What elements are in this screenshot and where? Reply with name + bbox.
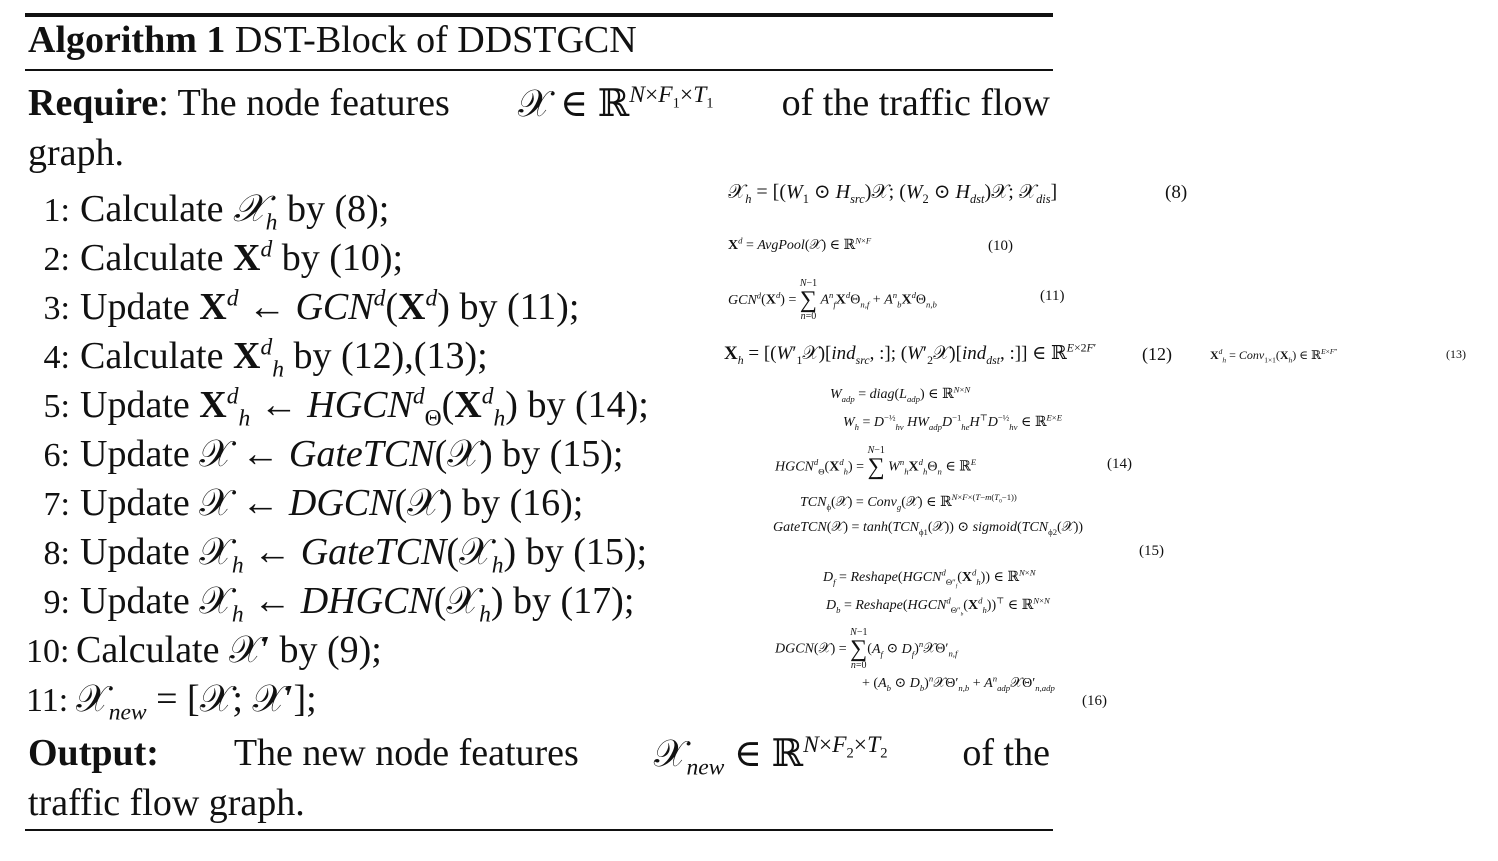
- step-6: 6:Update 𝒳 ← GateTCN(𝒳) by (15);: [43, 433, 624, 475]
- equation-number-13: (13): [1446, 347, 1466, 361]
- equation-number-8: (8): [1165, 182, 1188, 203]
- equation-8: 𝒳h = [(W1 ⊙ Hsrc)𝒳; (W2 ⊙ Hdst)𝒳; 𝒳dis]: [728, 181, 1058, 206]
- step-8: 8:Update 𝒳h ← GateTCN(𝒳h) by (15);: [43, 531, 648, 579]
- step-5: 5:Update Xdh ← HGCNdΘ(Xdh) by (14);: [43, 383, 649, 432]
- output-math: 𝒳new ∈ ℝN×F2×T2: [653, 731, 888, 781]
- equation-d-f: Df = Reshape(HGCNdΘ″f(Xdh)) ∈ ℝN×N: [823, 567, 1036, 590]
- require-line-2: graph.: [28, 132, 125, 174]
- equation-10: Xd = AvgPool(𝒳) ∈ ℝN×F: [728, 235, 872, 253]
- step-1: 1:Calculate 𝒳h by (8);: [43, 188, 390, 236]
- equation-16: DGCN(𝒳) = N−1∑n=0(Af ⊙ Df)n𝒳Θ′n,f: [775, 627, 958, 671]
- step-11: 11:𝒳new = [𝒳; 𝒳′];: [26, 678, 317, 726]
- equation-number-10: (10): [988, 238, 1013, 254]
- output-line: Output: The new node features 𝒳new ∈ ℝN×…: [28, 731, 1050, 781]
- equation-d-b: Db = Reshape(HGCNdΘ″b(Xdh))⊤ ∈ ℝN×N: [826, 595, 1050, 618]
- equation-number-12: (12): [1142, 344, 1172, 364]
- require-math: 𝒳 ∈ ℝN×F1×T1: [517, 81, 714, 125]
- step-4: 4:Calculate Xdh by (12),(13);: [43, 334, 488, 383]
- step-3: 3:Update Xd ← GCNd(Xd) by (11);: [43, 285, 580, 328]
- output-label: Output:: [28, 732, 159, 774]
- step-2: 2:Calculate Xd by (10);: [43, 236, 404, 279]
- equation-16-line-2: + (Ab ⊙ Db)n𝒳Θ′n,b + Anadp𝒳Θ′n,adp: [862, 673, 1055, 693]
- equation-13: Xdh = Conv1×1(Xh) ∈ ℝE×F″: [1210, 347, 1338, 365]
- algorithm-title: Algorithm 1 DST-Block of DDSTGCN: [28, 19, 637, 61]
- equation-number-14: (14): [1107, 456, 1132, 472]
- bottom-rule: [25, 829, 1053, 831]
- require-label: Require: [28, 82, 159, 124]
- equation-number-16: (16): [1082, 693, 1107, 709]
- equation-11: GCNd(Xd) = N−1∑n=0 AnfXdΘn,f + AnbXdΘn,b: [728, 278, 937, 322]
- equation-number-11: (11): [1040, 288, 1065, 304]
- equation-tcn: TCNϕ(𝒳) = Convg(𝒳) ∈ ℝN×F×(T−m(T0−1)): [800, 492, 1017, 512]
- equation-w-h: Wh = D−½hv HWadpD−1heH⊤D−½hv ∈ ℝE×E: [843, 412, 1063, 432]
- output-line-2: traffic flow graph.: [28, 782, 305, 824]
- top-rule: [25, 13, 1053, 17]
- equation-12: Xh = [(W′1𝒳)[indsrc, :]; (W′2𝒳)[inddst, …: [724, 341, 1097, 367]
- equation-15: GateTCN(𝒳) = tanh(TCNϕ1(𝒳)) ⊙ sigmoid(TC…: [773, 520, 1084, 537]
- step-7: 7:Update 𝒳 ← DGCN(𝒳) by (16);: [43, 482, 584, 524]
- step-10: 10:Calculate 𝒳′ by (9);: [26, 629, 382, 671]
- equation-w-adp: Wadp = diag(Ladp) ∈ ℝN×N: [830, 384, 971, 404]
- header-rule: [25, 69, 1053, 71]
- step-9: 9:Update 𝒳h ← DHGCN(𝒳h) by (17);: [43, 580, 635, 628]
- equation-number-15: (15): [1139, 543, 1164, 559]
- require-line: Require: The node features 𝒳 ∈ ℝN×F1×T1 …: [28, 81, 1050, 125]
- equation-14: HGCNdΘ(Xdh) = N−1∑ WnhXdhΘn ∈ ℝE: [775, 445, 977, 480]
